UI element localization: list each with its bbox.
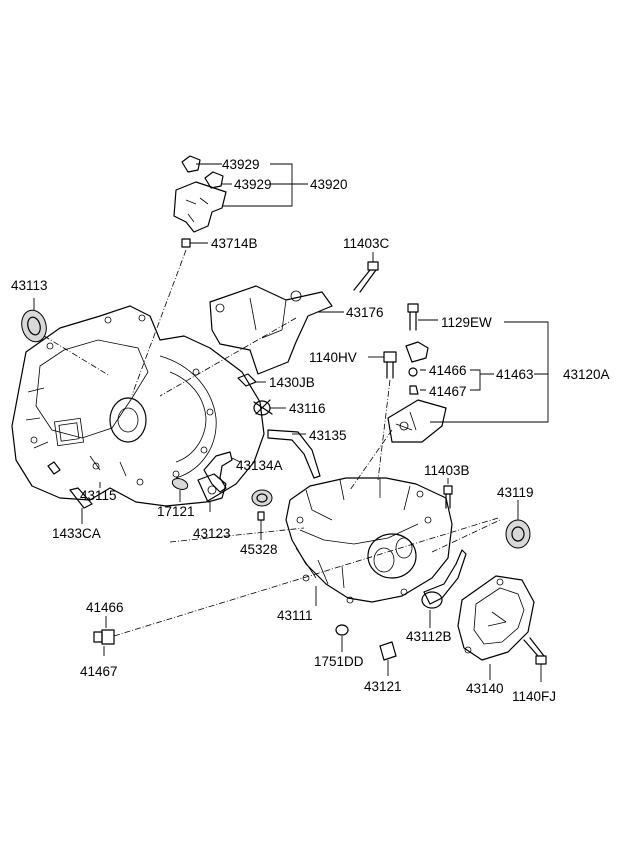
label-43116: 43116 [289, 401, 326, 416]
seal-43119 [505, 500, 531, 549]
bracket-43123 [197, 473, 227, 512]
pin-1433CA [47, 461, 93, 524]
seal-43113 [21, 298, 111, 377]
shift-bracket-43920 [173, 155, 308, 233]
label-41467-a: 41467 [429, 384, 467, 399]
clutch-housing-43115 [11, 305, 265, 507]
label-41466-b: 41466 [86, 600, 124, 615]
label-1751DD: 1751DD [314, 654, 364, 669]
plug-1140HV [368, 351, 397, 481]
label-43123: 43123 [193, 526, 231, 541]
label-41463: 41463 [496, 367, 534, 382]
label-11403B: 11403B [424, 463, 470, 478]
seal-45328 [251, 489, 273, 540]
bolt-1129EW [407, 303, 438, 331]
label-43111: 43111 [277, 608, 313, 623]
label-43134A: 43134A [236, 458, 283, 473]
fork-43134A [203, 451, 241, 493]
label-43176: 43176 [346, 305, 384, 320]
label-41467-b: 41467 [80, 664, 118, 679]
plug-43121 [379, 641, 397, 676]
detent-41466-41467 [405, 321, 549, 423]
label-1140HV: 1140HV [309, 350, 357, 365]
pin-1430JB [237, 373, 266, 387]
washer-1751DD [335, 624, 349, 652]
label-11403C: 11403C [343, 236, 390, 251]
transaxle-case-43111 [169, 477, 501, 606]
bolt-43714B [131, 238, 208, 396]
plug-41466-41467 [93, 517, 499, 656]
bracket-43112B [421, 549, 467, 628]
label-1129EW: 1129EW [441, 315, 492, 330]
label-43929-b: 43929 [234, 177, 272, 192]
label-45328: 45328 [240, 542, 278, 557]
washer-43116 [253, 399, 286, 416]
label-43920: 43920 [310, 177, 348, 192]
label-43115: 43115 [80, 488, 117, 503]
label-43714B: 43714B [211, 236, 258, 251]
label-43929-a: 43929 [222, 157, 260, 172]
label-17121: 17121 [157, 504, 195, 519]
label-43140: 43140 [466, 681, 504, 696]
label-1433CA: 1433CA [52, 526, 101, 541]
lever-43135 [267, 429, 321, 479]
bolt-11403C [353, 252, 379, 293]
bracket-43176 [159, 285, 344, 397]
label-43119: 43119 [497, 485, 534, 500]
bolt-11403B [443, 478, 453, 509]
label-1140FJ: 1140FJ [512, 689, 556, 704]
label-43121: 43121 [364, 679, 402, 694]
bolt-1140FJ [523, 637, 547, 682]
label-43135: 43135 [309, 428, 347, 443]
label-41466-a: 41466 [429, 363, 467, 378]
seal-17121 [171, 478, 189, 502]
label-1430JB: 1430JB [269, 375, 315, 390]
label-43113: 43113 [11, 278, 48, 293]
housing-43120A [349, 399, 447, 491]
label-43120A: 43120A [563, 367, 610, 382]
cover-43140 [457, 575, 535, 680]
label-43112B: 43112B [406, 629, 452, 644]
